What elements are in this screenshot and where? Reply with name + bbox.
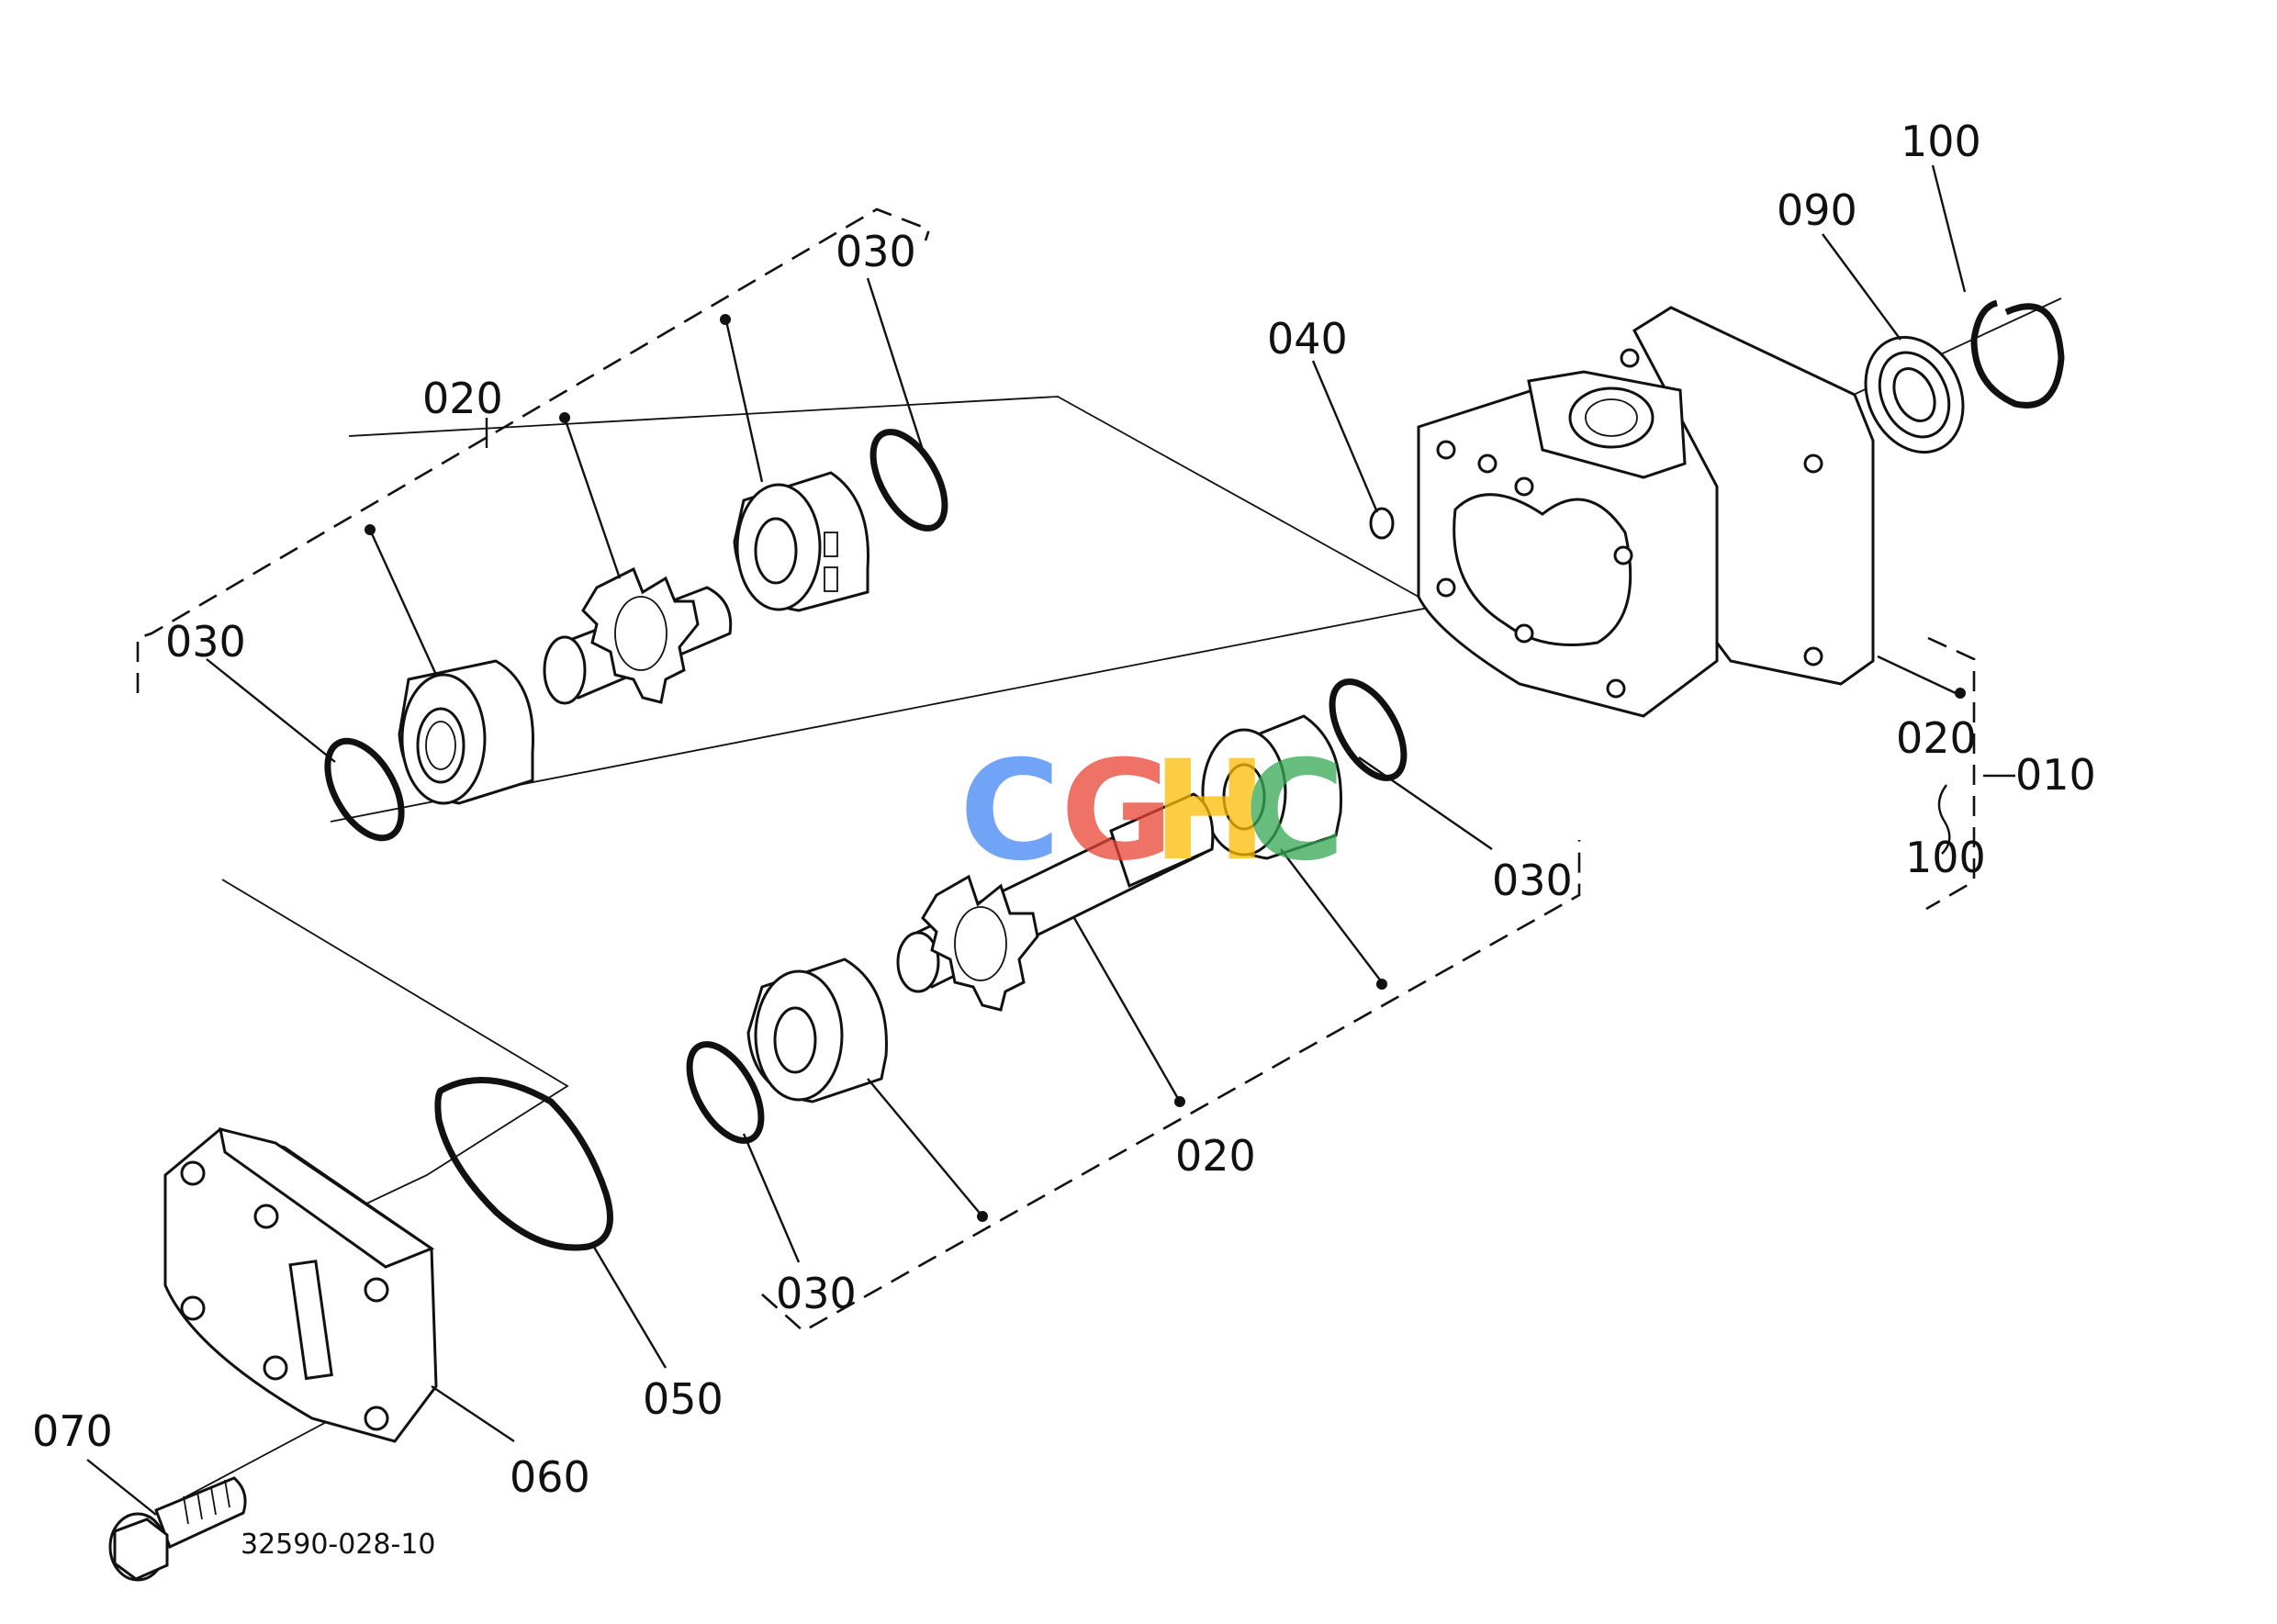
large-oring xyxy=(434,1076,613,1251)
assembly-bracket xyxy=(1925,636,1976,911)
oring-upper-right xyxy=(869,429,948,532)
label-100-bottom: 100 xyxy=(1905,833,1986,882)
oring-lower-right xyxy=(1329,678,1408,781)
bushing-lower-left xyxy=(746,958,888,1103)
label-030-bottom: 030 xyxy=(776,1269,857,1318)
watermark-letter-3: H xyxy=(1152,732,1268,891)
oring-lower-left xyxy=(686,1041,765,1144)
small-oring xyxy=(1369,507,1395,540)
label-030-left: 030 xyxy=(165,617,246,666)
drawing-number: 32590-028-10 xyxy=(241,1529,436,1561)
label-100-top: 100 xyxy=(1901,117,1981,166)
end-cover xyxy=(163,1126,438,1443)
gear-shaft-upper xyxy=(543,566,733,705)
watermark-letter-1: C xyxy=(959,732,1060,891)
kit-outline-lower xyxy=(761,840,1581,1333)
kit-outline-upper xyxy=(136,207,931,693)
bushing-upper-left xyxy=(398,659,534,805)
label-040: 040 xyxy=(1267,314,1348,364)
pump-housing xyxy=(1417,306,1875,718)
reference-dots xyxy=(365,314,1966,1222)
label-030-top: 030 xyxy=(836,227,916,276)
label-070: 070 xyxy=(32,1406,113,1456)
oil-seal xyxy=(1864,335,1965,454)
label-020-right: 020 xyxy=(1896,713,1977,763)
label-090: 090 xyxy=(1777,185,1857,235)
bolt xyxy=(108,1476,247,1582)
drive-shaft-lower xyxy=(896,792,1215,1012)
watermark-letter-4: C xyxy=(1244,732,1345,891)
watermark-letter-2: G xyxy=(1060,732,1173,891)
bushing-upper-right xyxy=(733,471,869,612)
bushing-lower-right xyxy=(1201,714,1342,860)
label-060: 060 xyxy=(510,1452,590,1502)
label-020-lower: 020 xyxy=(1175,1131,1256,1181)
label-050: 050 xyxy=(643,1374,723,1424)
watermark-logo: C G H C xyxy=(959,732,1345,891)
leader-lines xyxy=(86,164,2015,1516)
label-030-mid: 030 xyxy=(1492,856,1573,905)
label-020-upper: 020 xyxy=(422,374,503,423)
oring-upper-left xyxy=(324,737,405,842)
snap-ring xyxy=(1970,299,2065,409)
label-010: 010 xyxy=(2015,750,2096,800)
